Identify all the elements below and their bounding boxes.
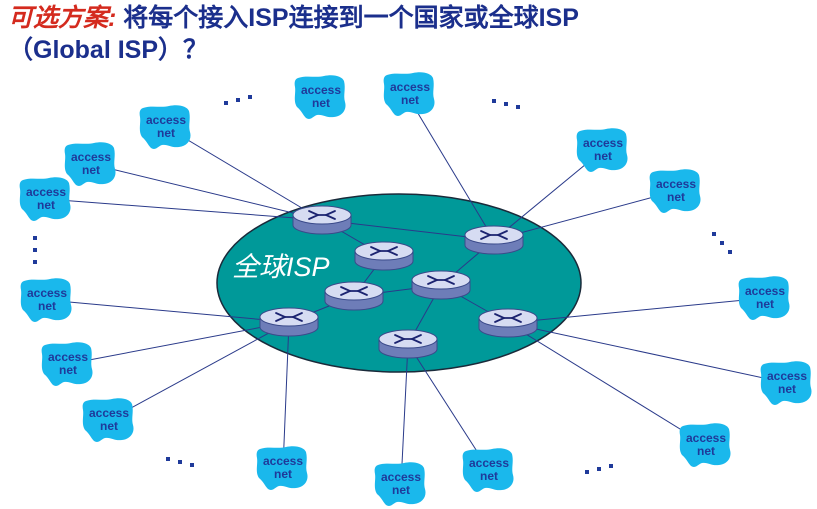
title-line2: （Global ISP）？ [8, 36, 209, 64]
router-icon [478, 308, 538, 338]
access-net-label-line2: net [100, 419, 118, 433]
access-net-label-line2: net [594, 149, 612, 163]
access-net-label-line2: net [667, 190, 685, 204]
access-net-label-line2: net [37, 198, 55, 212]
router-icon [464, 225, 524, 255]
ellipsis-icon [585, 464, 613, 474]
access-net-label-line1: access [656, 177, 696, 191]
router-icon [411, 270, 471, 300]
access-net-label-line1: access [146, 113, 186, 127]
ellipsis-icon [712, 232, 732, 254]
access-net-label-line2: net [312, 96, 330, 110]
router-icon [378, 329, 438, 359]
access-nets: accessnetaccessnetaccessnetaccessnetacce… [19, 72, 812, 506]
router-icon [354, 241, 414, 271]
ellipsis-icon [166, 457, 194, 467]
access-net-label-line2: net [401, 93, 419, 107]
access-net-label-line2: net [697, 444, 715, 458]
access-net-label-line1: access [469, 456, 509, 470]
access-net-label-line2: net [480, 469, 498, 483]
ellipsis-icon [224, 95, 252, 105]
ellipsis-marks [33, 95, 732, 474]
access-net-label-line1: access [686, 431, 726, 445]
access-net-label-line1: access [71, 150, 111, 164]
access-net-label-line1: access [48, 350, 88, 364]
access-net-label-line2: net [157, 126, 175, 140]
access-net-label-line1: access [390, 80, 430, 94]
access-net-label-line1: access [767, 369, 807, 383]
access-net-label-line1: access [745, 284, 785, 298]
slide-title: 可选方案: 将每个接入ISP连接到一个国家或全球ISP （Global ISP）… [8, 2, 808, 66]
access-net-label-line1: access [381, 470, 421, 484]
access-net-label-line1: access [26, 185, 66, 199]
access-net-label-line2: net [82, 163, 100, 177]
access-net-label-line1: access [301, 83, 341, 97]
access-net-label-line2: net [59, 363, 77, 377]
access-net-label-line1: access [27, 286, 67, 300]
access-net-label-line2: net [274, 467, 292, 481]
access-net-label-line2: net [38, 299, 56, 313]
access-links [45, 99, 788, 485]
access-net-label-line1: access [263, 454, 303, 468]
access-net-label-line2: net [778, 382, 796, 396]
access-net-label-line1: access [583, 136, 623, 150]
router-icon [292, 205, 352, 235]
router-icon [324, 281, 384, 311]
ellipsis-icon [33, 236, 37, 264]
access-net-label-line1: access [89, 406, 129, 420]
ellipsis-icon [492, 99, 520, 109]
global-isp-label: 全球ISP [232, 252, 330, 282]
title-line1: 将每个接入ISP连接到一个国家或全球ISP [116, 4, 579, 32]
access-net-label-line2: net [756, 297, 774, 311]
access-net-label-line2: net [392, 483, 410, 497]
alternative-label: 可选方案: [8, 4, 117, 32]
router-icon [259, 307, 319, 337]
